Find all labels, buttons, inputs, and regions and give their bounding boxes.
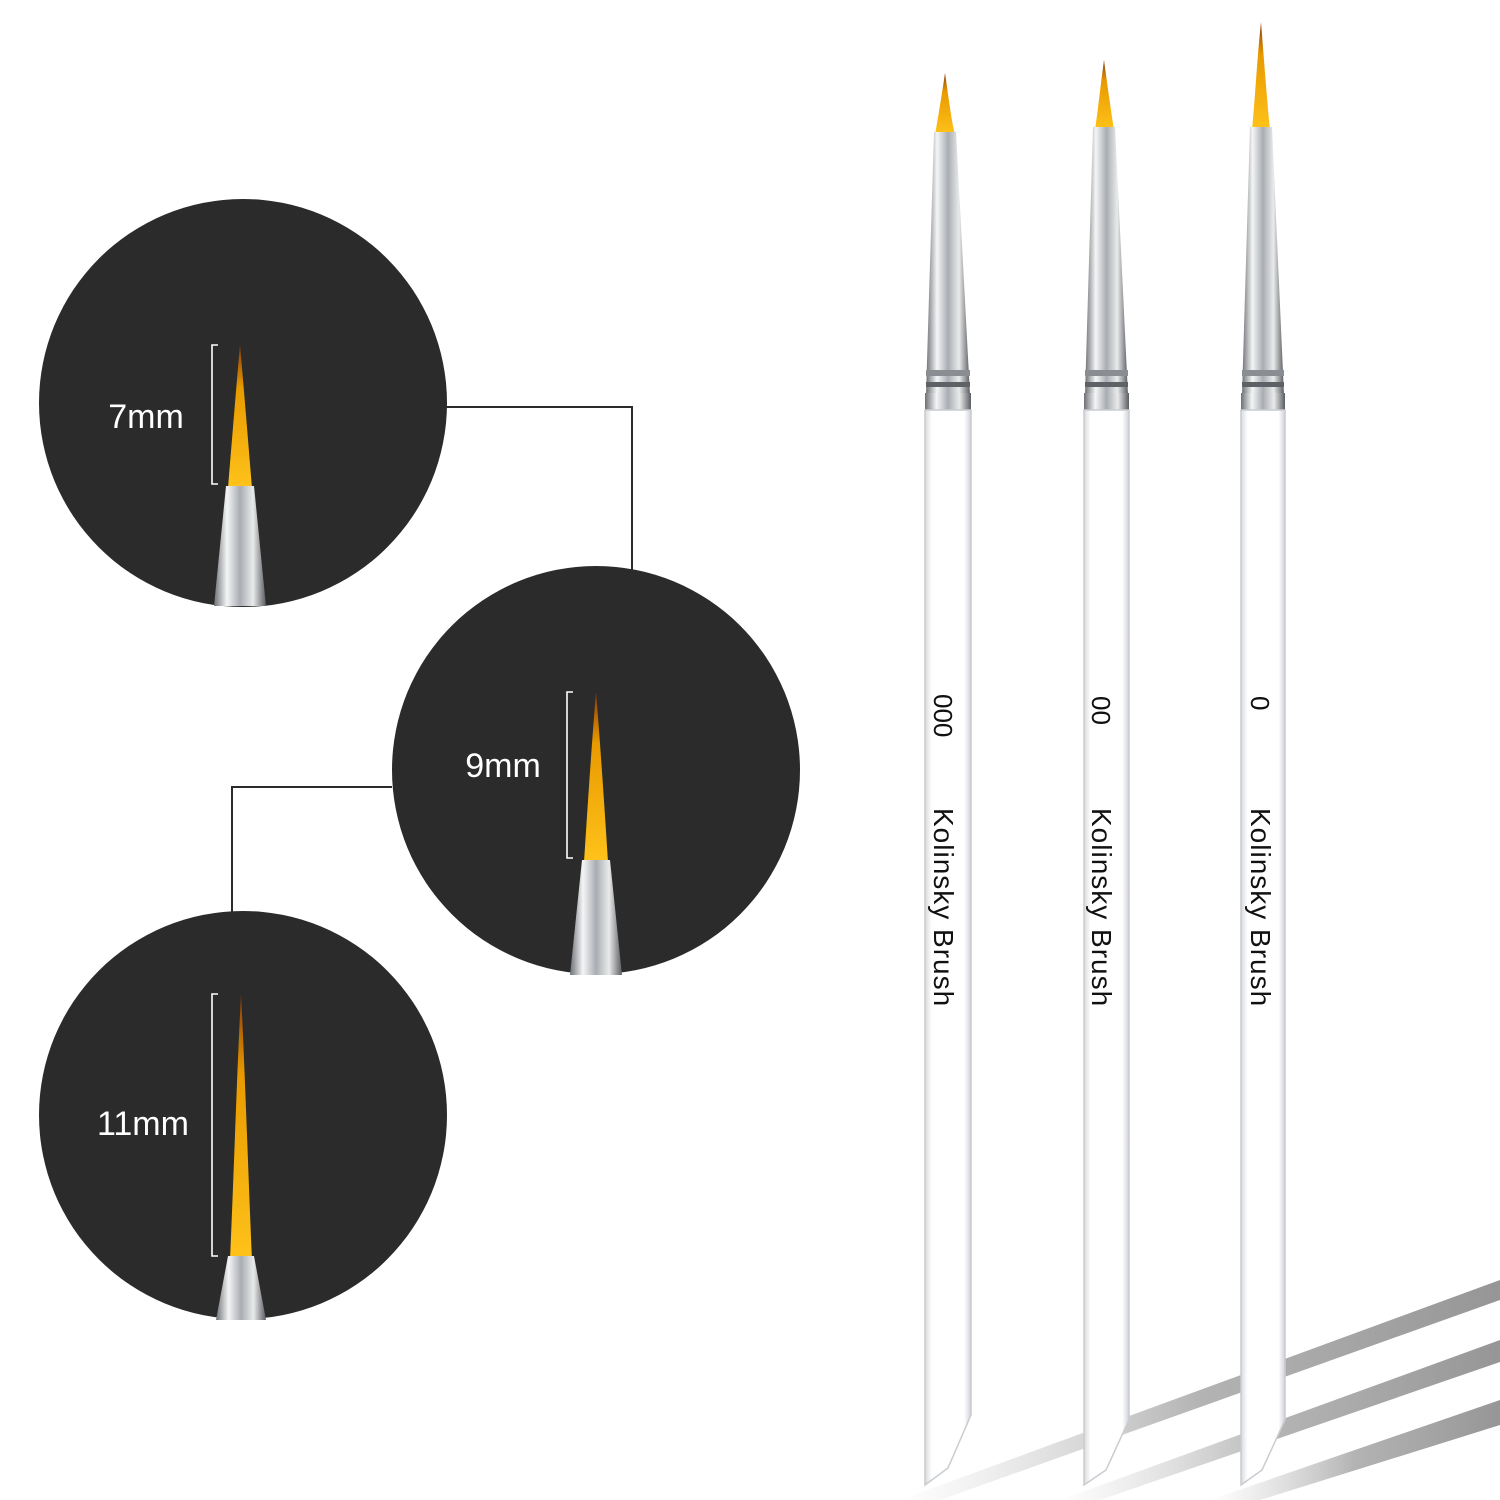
measure-bracket	[211, 993, 218, 1257]
handle	[1083, 409, 1130, 1487]
ferrule-band	[1085, 370, 1128, 376]
brush-size-label: 0	[1245, 696, 1275, 710]
connector-lines	[231, 406, 633, 912]
measure-bracket	[566, 691, 573, 859]
ferrule-ring	[925, 393, 971, 410]
detail-circle-9mm: 9mm	[392, 566, 800, 975]
ferrule-band	[926, 382, 970, 387]
length-label: 7mm	[108, 398, 184, 436]
bristle	[1095, 60, 1114, 130]
bristle	[935, 73, 955, 135]
brush-00: 00 Kolinsky Brush	[1083, 60, 1130, 1487]
brush-tip-closeup	[214, 345, 266, 606]
brush-tip-closeup	[570, 692, 622, 975]
brush-tip-closeup	[216, 994, 266, 1320]
ferrule-band	[1085, 382, 1128, 387]
bristle	[1252, 22, 1270, 130]
brush-0: 0 Kolinsky Brush	[1240, 22, 1286, 1487]
handle	[924, 409, 972, 1487]
ferrule-band	[1242, 382, 1284, 387]
brush-shadows	[900, 1280, 1500, 1500]
ferrule	[1085, 127, 1128, 395]
brush-000: 000 Kolinsky Brush	[924, 73, 972, 1487]
ferrule	[1242, 127, 1284, 395]
detail-circle-11mm: 11mm	[39, 911, 447, 1320]
ferrule-band	[1242, 370, 1284, 376]
brush-brand-label: Kolinsky Brush	[1245, 808, 1276, 1007]
ferrule-ring	[1084, 393, 1129, 410]
length-label: 11mm	[97, 1105, 189, 1143]
ferrule	[926, 132, 970, 395]
brush-size-label: 000	[928, 694, 958, 737]
handle	[1240, 409, 1286, 1487]
ferrule-band	[926, 370, 970, 376]
ferrule-ring	[1241, 393, 1285, 410]
length-label: 9mm	[465, 747, 541, 785]
brush-size-label: 00	[1086, 696, 1116, 725]
brush-brand-label: Kolinsky Brush	[928, 808, 959, 1007]
detail-circle-7mm: 7mm	[39, 199, 447, 607]
brush-brand-label: Kolinsky Brush	[1086, 808, 1117, 1007]
measure-bracket	[211, 344, 218, 485]
